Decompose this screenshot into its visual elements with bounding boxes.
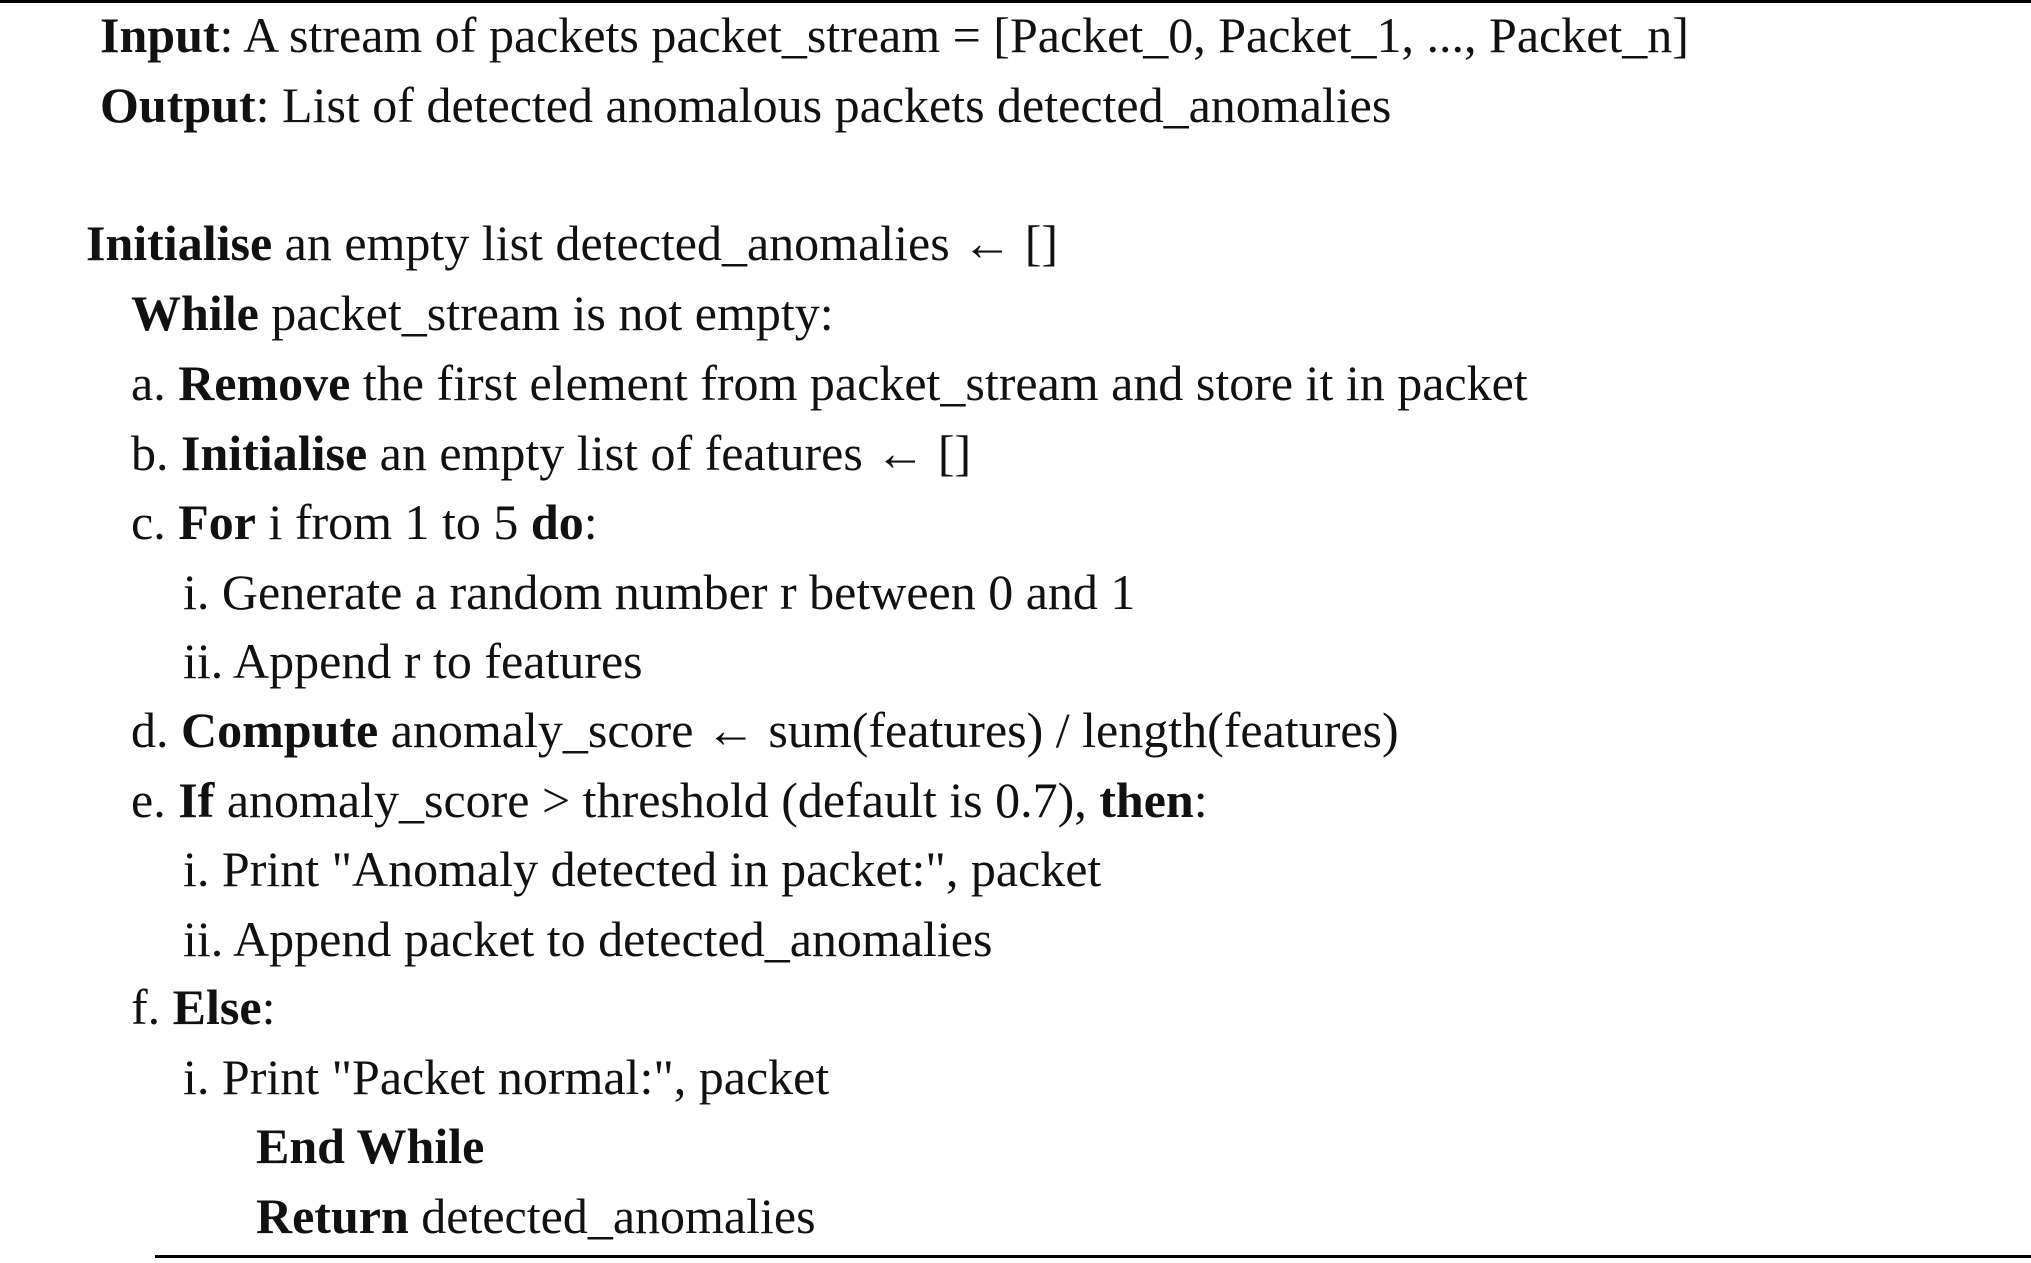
- output-line: Output: List of detected anomalous packe…: [100, 75, 1391, 135]
- step-c-i-text: i. Generate a random number r between 0 …: [183, 564, 1136, 620]
- end-while-keyword: End While: [256, 1118, 485, 1174]
- step-c-middle: i from 1 to 5: [255, 494, 531, 550]
- input-keyword: Input: [100, 7, 220, 63]
- step-c-ii-line: ii. Append r to features: [183, 631, 643, 691]
- step-f-suffix: :: [261, 979, 276, 1035]
- end-while-line: End While: [256, 1116, 484, 1176]
- step-e-line: e. If anomaly_score > threshold (default…: [131, 770, 1208, 830]
- init-keyword: Initialise: [86, 215, 273, 271]
- step-f-i-text: i. Print "Packet normal:", packet: [183, 1049, 830, 1105]
- while-text: packet_stream is not empty:: [258, 285, 834, 341]
- step-c-line: c. For i from 1 to 5 do:: [131, 492, 598, 552]
- step-a-line: a. Remove the first element from packet_…: [131, 353, 1528, 413]
- step-f-keyword: Else: [172, 979, 262, 1035]
- step-e-keyword: If: [178, 772, 215, 828]
- step-b-line: b. Initialise an empty list of features …: [131, 423, 971, 483]
- init-line: Initialise an empty list detected_anomal…: [86, 213, 1058, 273]
- return-text: detected_anomalies: [408, 1188, 816, 1244]
- output-keyword: Output: [100, 77, 256, 133]
- input-text: : A stream of packets packet_stream = [P…: [219, 7, 1689, 63]
- step-e-i-text: i. Print "Anomaly detected in packet:", …: [183, 841, 1102, 897]
- step-f-prefix: f.: [131, 979, 173, 1035]
- step-a-text: the first element from packet_stream and…: [350, 355, 1528, 411]
- top-rule: [0, 0, 2031, 3]
- step-d-text: anomaly_score ← sum(features) / length(f…: [378, 702, 1399, 758]
- step-b-keyword: Initialise: [181, 425, 368, 481]
- step-d-line: d. Compute anomaly_score ← sum(features)…: [131, 700, 1399, 760]
- step-e-middle: anomaly_score > threshold (default is 0.…: [214, 772, 1100, 828]
- step-e-prefix: e.: [131, 772, 179, 828]
- step-c-keyword2: do: [530, 494, 584, 550]
- step-f-line: f. Else:: [131, 977, 275, 1037]
- while-line: While packet_stream is not empty:: [131, 283, 834, 343]
- step-d-keyword: Compute: [181, 702, 379, 758]
- step-e-ii-text: ii. Append packet to detected_anomalies: [183, 911, 993, 967]
- step-e-keyword2: then: [1099, 772, 1194, 828]
- step-e-ii-line: ii. Append packet to detected_anomalies: [183, 909, 992, 969]
- step-a-keyword: Remove: [178, 355, 351, 411]
- step-c-keyword: For: [178, 494, 256, 550]
- input-line: Input: A stream of packets packet_stream…: [100, 5, 1689, 65]
- step-d-prefix: d.: [131, 702, 181, 758]
- output-text: : List of detected anomalous packets det…: [255, 77, 1392, 133]
- return-keyword: Return: [256, 1188, 409, 1244]
- step-b-prefix: b.: [131, 425, 181, 481]
- step-c-i-line: i. Generate a random number r between 0 …: [183, 562, 1135, 622]
- return-line: Return detected_anomalies: [256, 1186, 816, 1246]
- step-b-text: an empty list of features ← []: [367, 425, 972, 481]
- step-c-ii-text: ii. Append r to features: [183, 633, 643, 689]
- step-f-i-line: i. Print "Packet normal:", packet: [183, 1047, 829, 1107]
- step-a-prefix: a.: [131, 355, 179, 411]
- step-c-suffix: :: [583, 494, 598, 550]
- step-e-i-line: i. Print "Anomaly detected in packet:", …: [183, 839, 1101, 899]
- step-e-suffix: :: [1193, 772, 1208, 828]
- bottom-rule: [155, 1255, 2031, 1258]
- while-keyword: While: [131, 285, 259, 341]
- init-text: an empty list detected_anomalies ← []: [272, 215, 1059, 271]
- step-c-prefix: c.: [131, 494, 179, 550]
